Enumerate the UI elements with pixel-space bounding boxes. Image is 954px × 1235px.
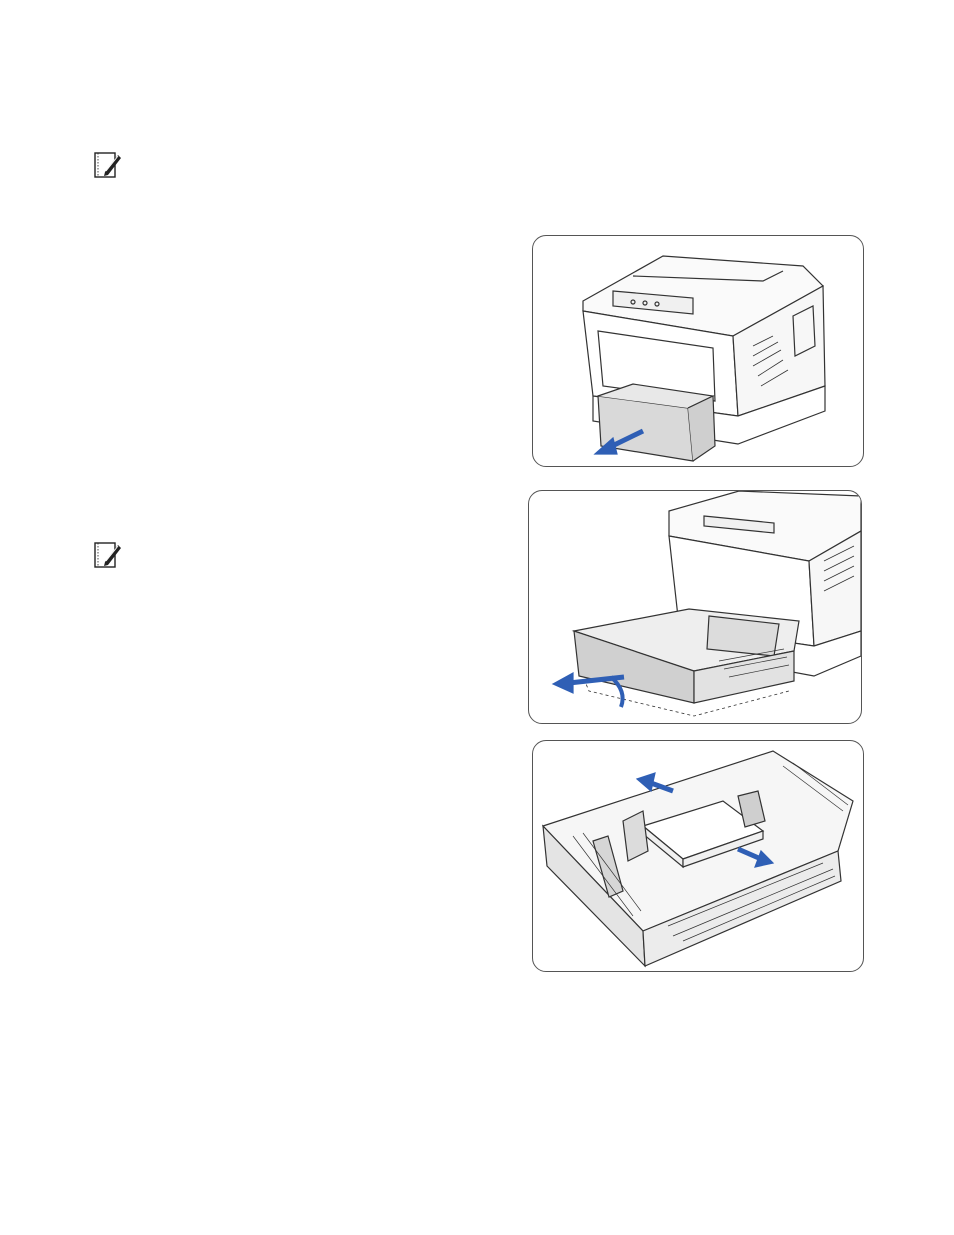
note-pencil-icon: [93, 540, 123, 570]
printer-tray-pull-illustration: [532, 235, 864, 467]
tray-guides-illustration: [532, 740, 864, 972]
tray-removed-illustration: [528, 490, 862, 724]
note-pencil-icon: [93, 150, 123, 180]
